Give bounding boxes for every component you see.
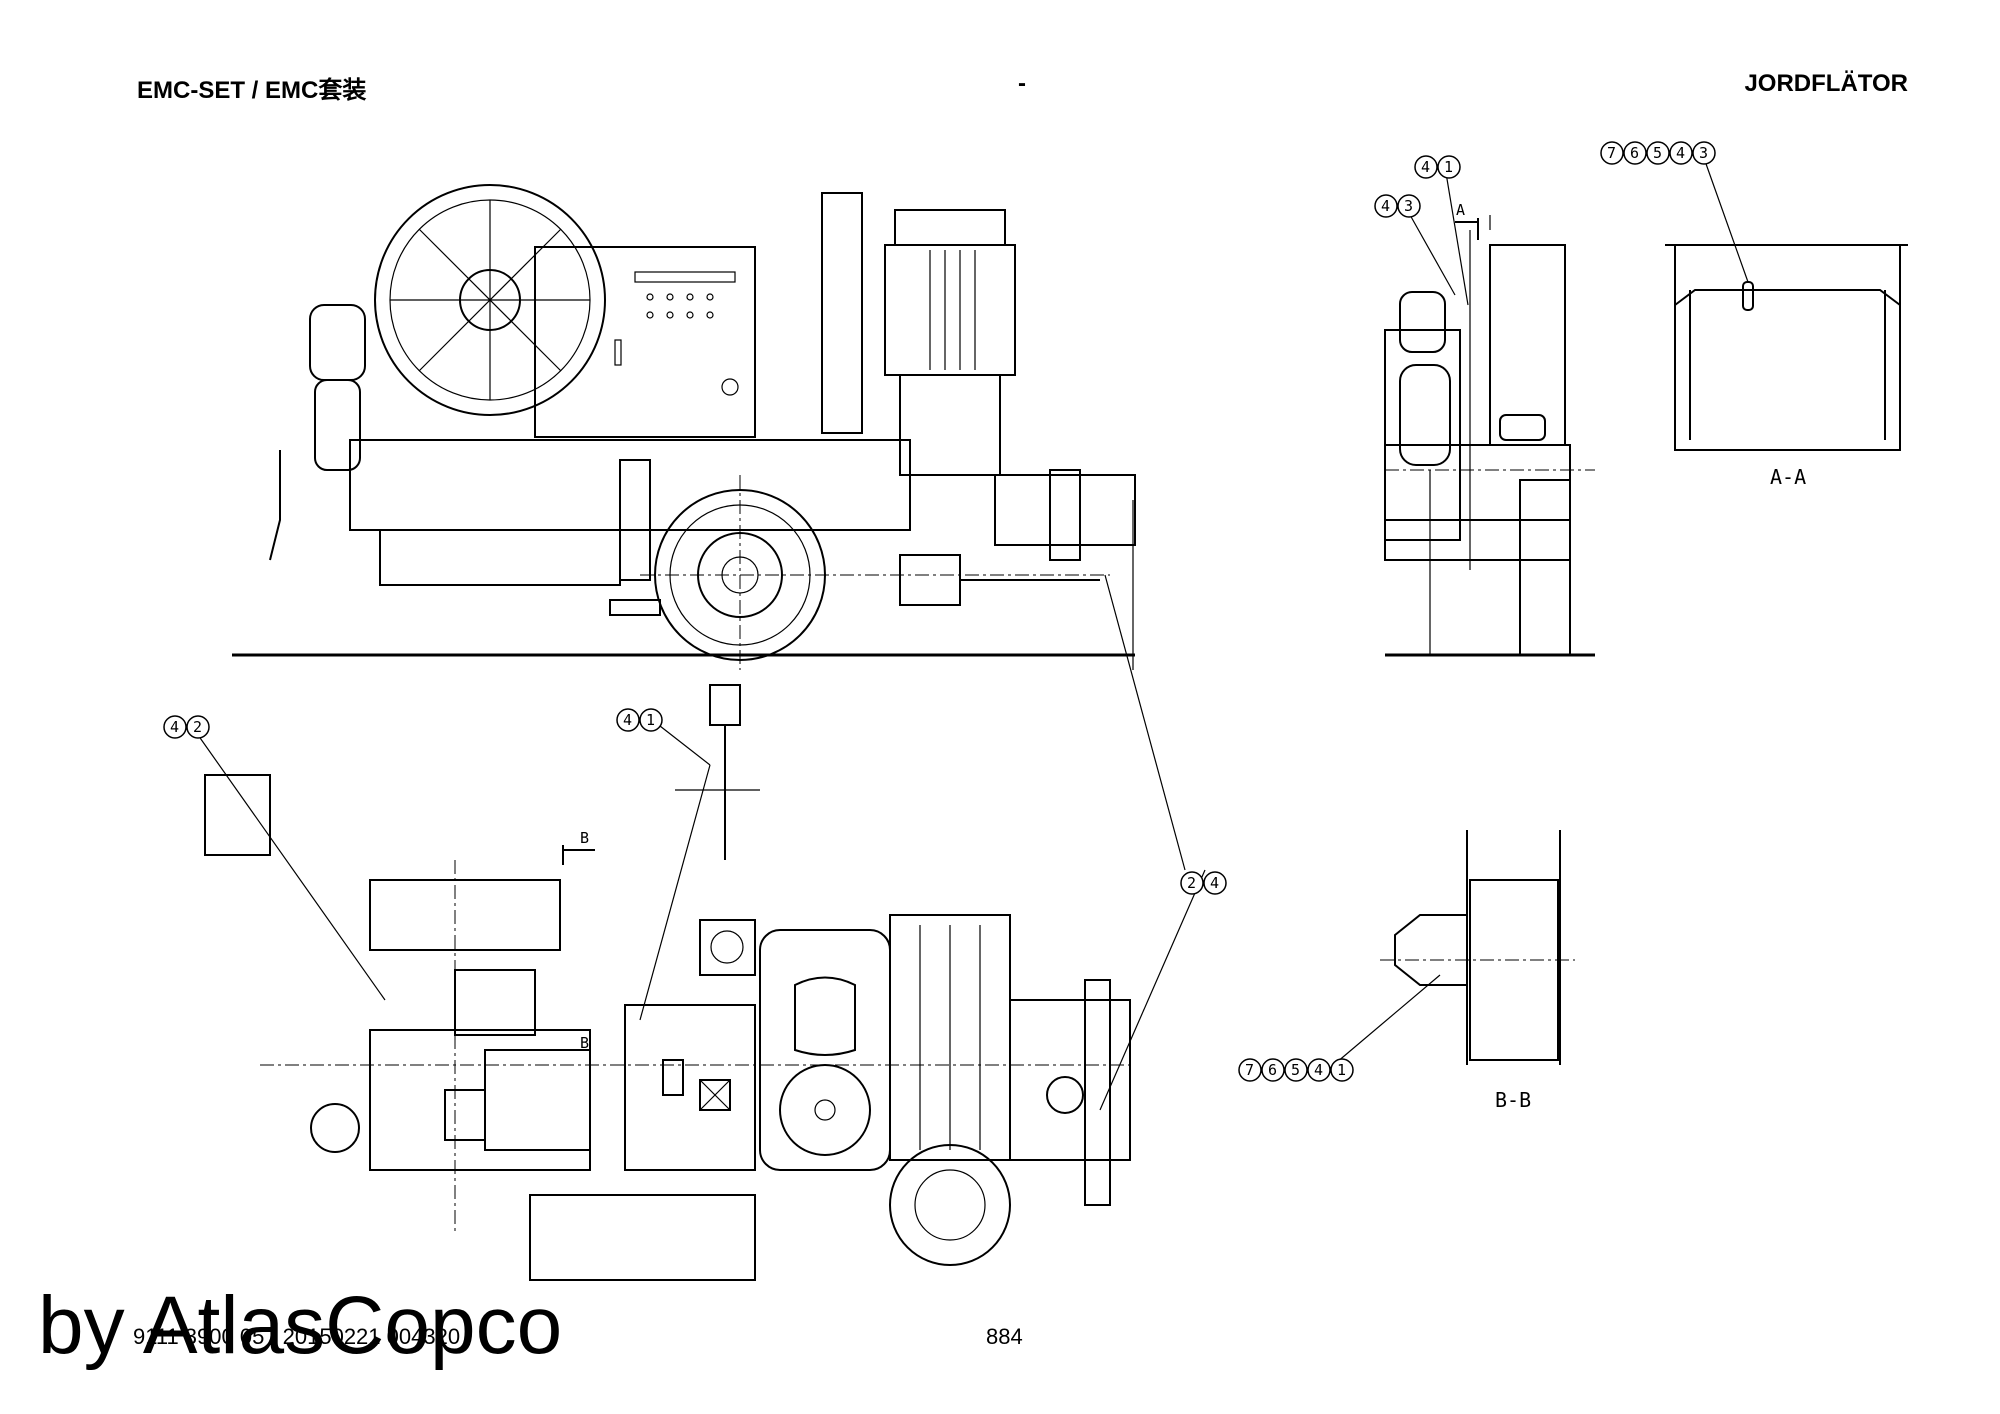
section-b-b-label: B-B [1495,1088,1531,1112]
svg-text:4: 4 [1676,144,1685,162]
top-view [204,684,1135,1281]
callout-76543: 7 6 5 4 3 [1600,141,1716,165]
svg-text:4: 4 [170,718,179,736]
document-number: 9111 3900 05 / 20150221 004320 [133,1324,461,1349]
callout-43-top: 4 3 [1374,194,1421,218]
header-center: - [1018,70,1026,97]
callout-41-top: 4 1 [1414,155,1461,179]
svg-text:4: 4 [1314,1061,1323,1079]
section-a-a-label: A-A [1770,465,1806,489]
side-view [232,184,1136,670]
svg-text:3: 3 [1699,144,1708,162]
leader-lines [197,166,1491,1111]
svg-text:3: 3 [1404,197,1413,215]
svg-text:A: A [1456,201,1465,219]
svg-text:2: 2 [193,718,202,736]
section-marker-b-mid: B [580,1034,589,1052]
callout-41-mid: 4 1 [616,708,663,732]
section-marker-b-top: B [562,829,595,865]
callout-42: 4 2 [163,715,210,739]
svg-text:7: 7 [1607,144,1616,162]
page-number: 884 [986,1324,1023,1349]
header-title: EMC-SET / EMC套装 [137,77,367,104]
svg-text:6: 6 [1630,144,1639,162]
watermark: by AtlasCopco [38,1280,563,1371]
svg-text:1: 1 [646,711,655,729]
header-section-name: JORDFLÄTOR [1744,70,1908,97]
svg-text:6: 6 [1268,1061,1277,1079]
svg-text:2: 2 [1187,874,1196,892]
svg-text:7: 7 [1245,1061,1254,1079]
svg-text:5: 5 [1291,1061,1300,1079]
svg-text:1: 1 [1337,1061,1346,1079]
section-b-b-view: B-B [1380,830,1575,1112]
svg-text:4: 4 [1421,158,1430,176]
svg-text:4: 4 [1210,874,1219,892]
section-a-a-view: A-A [1665,160,1908,489]
svg-text:4: 4 [1381,197,1390,215]
svg-text:1: 1 [1444,158,1453,176]
end-view [1384,230,1595,657]
svg-text:B: B [580,829,589,847]
callout-76541: 7 6 5 4 1 [1238,1058,1354,1082]
svg-text:5: 5 [1653,144,1662,162]
callout-24: 2 4 [1180,871,1227,895]
svg-text:4: 4 [623,711,632,729]
section-marker-a: A [1455,201,1479,240]
